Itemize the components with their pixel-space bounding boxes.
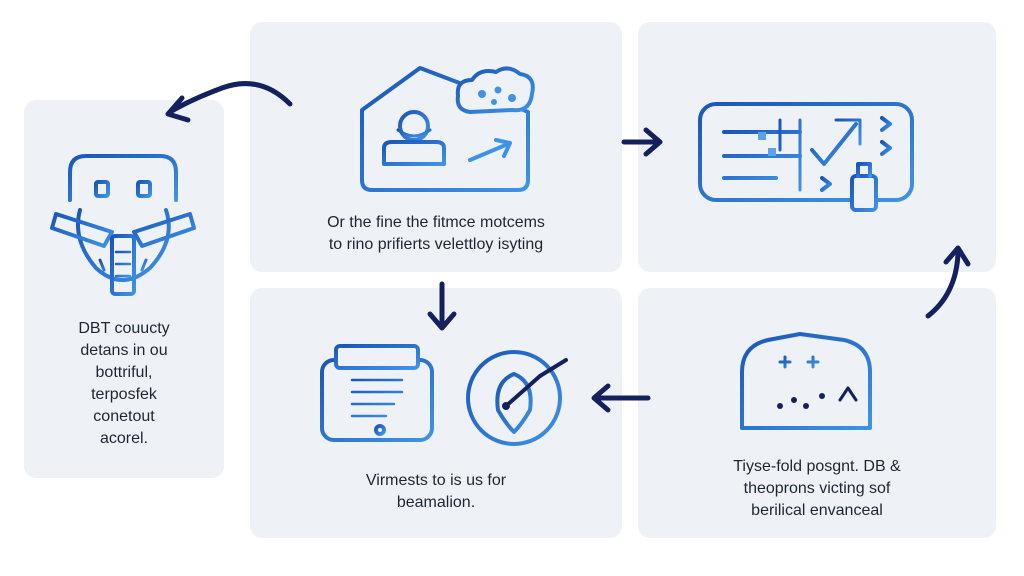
card-left-tall-text: DBT couucty detans in ou bottriful, terp… bbox=[78, 320, 170, 447]
card-bottom-right bbox=[638, 288, 996, 538]
card-bottom-right-text: Tiyse-fold posgnt. DB & theoprons victin… bbox=[733, 458, 901, 519]
card-top-middle-text: Or the fine the fitmce motcems to rino p… bbox=[327, 214, 545, 253]
arrow-right-icon bbox=[621, 127, 663, 157]
card-bottom-middle-text: Virmests to is us for beamalion. bbox=[365, 472, 507, 511]
document-target-icon bbox=[320, 344, 568, 446]
house-person-cloud-icon bbox=[360, 66, 535, 192]
curved-arrow-up-icon bbox=[925, 245, 971, 319]
analytics-board-icon bbox=[740, 332, 872, 430]
arrow-left-icon bbox=[591, 383, 651, 413]
robot-wrench-icon bbox=[50, 154, 196, 296]
arrow-down-icon bbox=[427, 281, 457, 331]
card-top-right bbox=[638, 22, 996, 272]
circuit-board-icon bbox=[698, 102, 914, 212]
card-bottom-middle bbox=[250, 288, 622, 538]
card-top-middle bbox=[250, 22, 622, 272]
curved-arrow-left-icon bbox=[165, 81, 293, 123]
card-left-tall bbox=[24, 100, 224, 478]
